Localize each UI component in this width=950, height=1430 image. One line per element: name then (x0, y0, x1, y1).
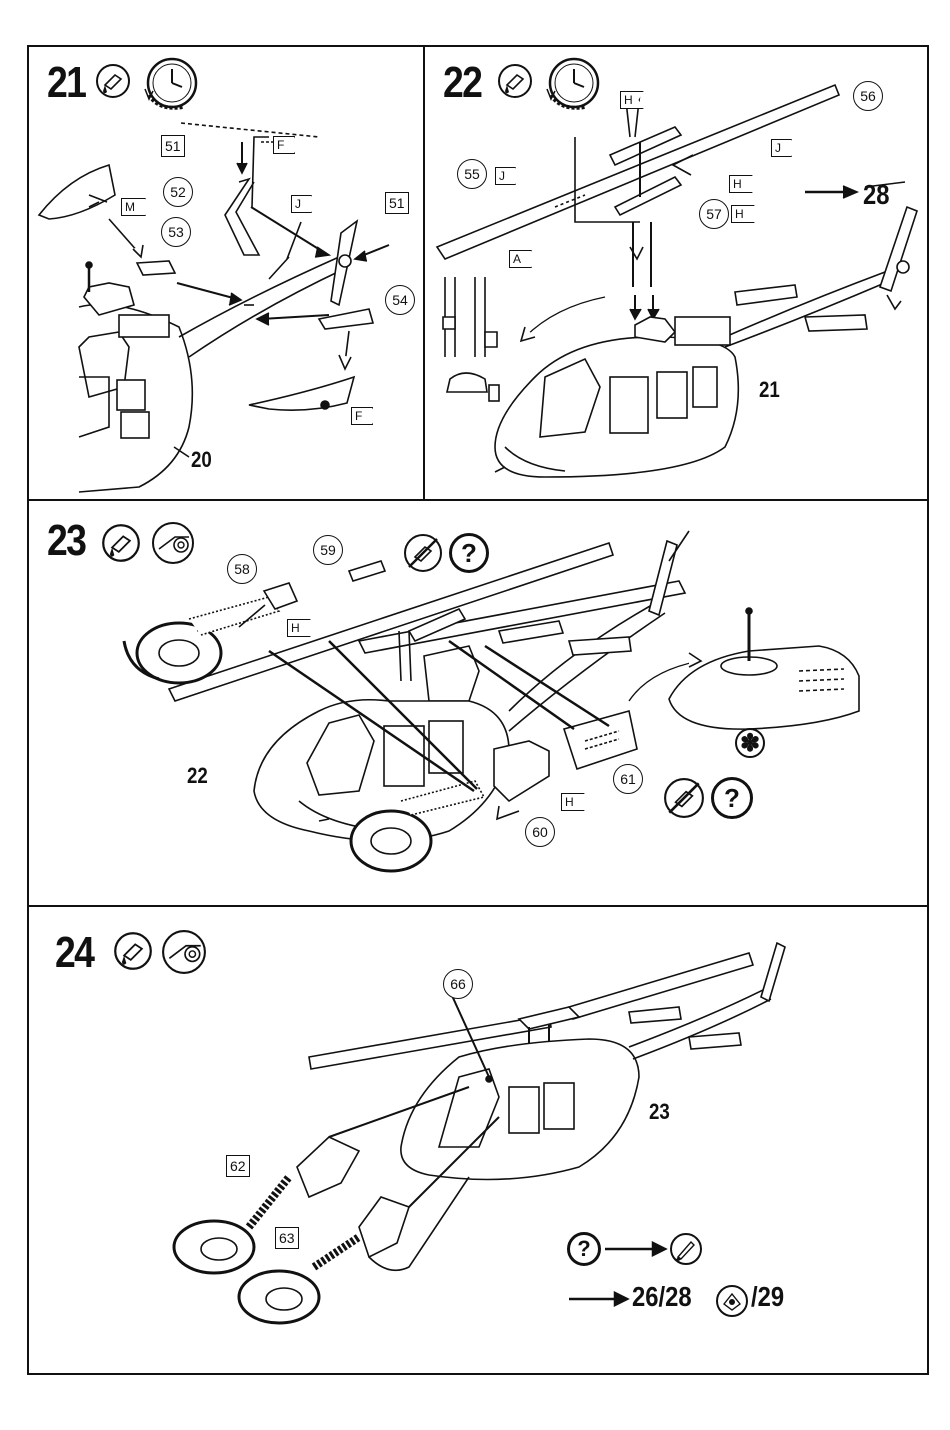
part-callout-54: 54 (385, 285, 415, 315)
part-callout-57: 57 (699, 199, 729, 229)
part-box-51-right: 51 (385, 192, 409, 214)
step-22-panel: 22 (423, 45, 929, 501)
assembly-ref-22: 22 (187, 763, 208, 789)
part-callout-52: 52 (163, 177, 193, 207)
part-callout-58: 58 (227, 554, 257, 584)
goto-step-28: 28 (863, 179, 889, 211)
assembly-ref-21: 21 (759, 377, 780, 403)
part-callout-55: 55 (457, 159, 487, 189)
question-icon: ? (567, 1232, 601, 1266)
part-box-51: 51 (161, 135, 185, 157)
no-glue-icon-right (663, 777, 705, 819)
goto-step-29-text: /29 (751, 1281, 784, 1313)
part-callout-60: 60 (525, 817, 555, 847)
decal-sheet-icon (715, 1284, 749, 1318)
part-callout-66: 66 (443, 969, 473, 999)
part-box-63: 63 (275, 1227, 299, 1249)
step-21-drawing (29, 47, 425, 501)
part-callout-56: 56 (853, 81, 883, 111)
step-21-panel: 21 (27, 45, 425, 501)
asterisk-icon: ✽ (735, 728, 765, 758)
question-icon-right: ? (711, 777, 753, 819)
step-24-panel: 24 (27, 905, 929, 1375)
step-24-drawing (29, 907, 929, 1375)
part-callout-53: 53 (161, 217, 191, 247)
step-22-drawing (425, 47, 929, 501)
step-23-panel: 23 ? (27, 499, 929, 907)
goto-steps-text: 26/28 (632, 1281, 692, 1313)
part-callout-61: 61 (613, 764, 643, 794)
step-23-drawing (29, 501, 929, 907)
part-callout-59: 59 (313, 535, 343, 565)
assembly-ref-23: 23 (649, 1099, 670, 1125)
assembly-ref-20: 20 (191, 447, 212, 473)
paint-brush-icon (669, 1232, 703, 1266)
part-box-62: 62 (226, 1155, 250, 1177)
